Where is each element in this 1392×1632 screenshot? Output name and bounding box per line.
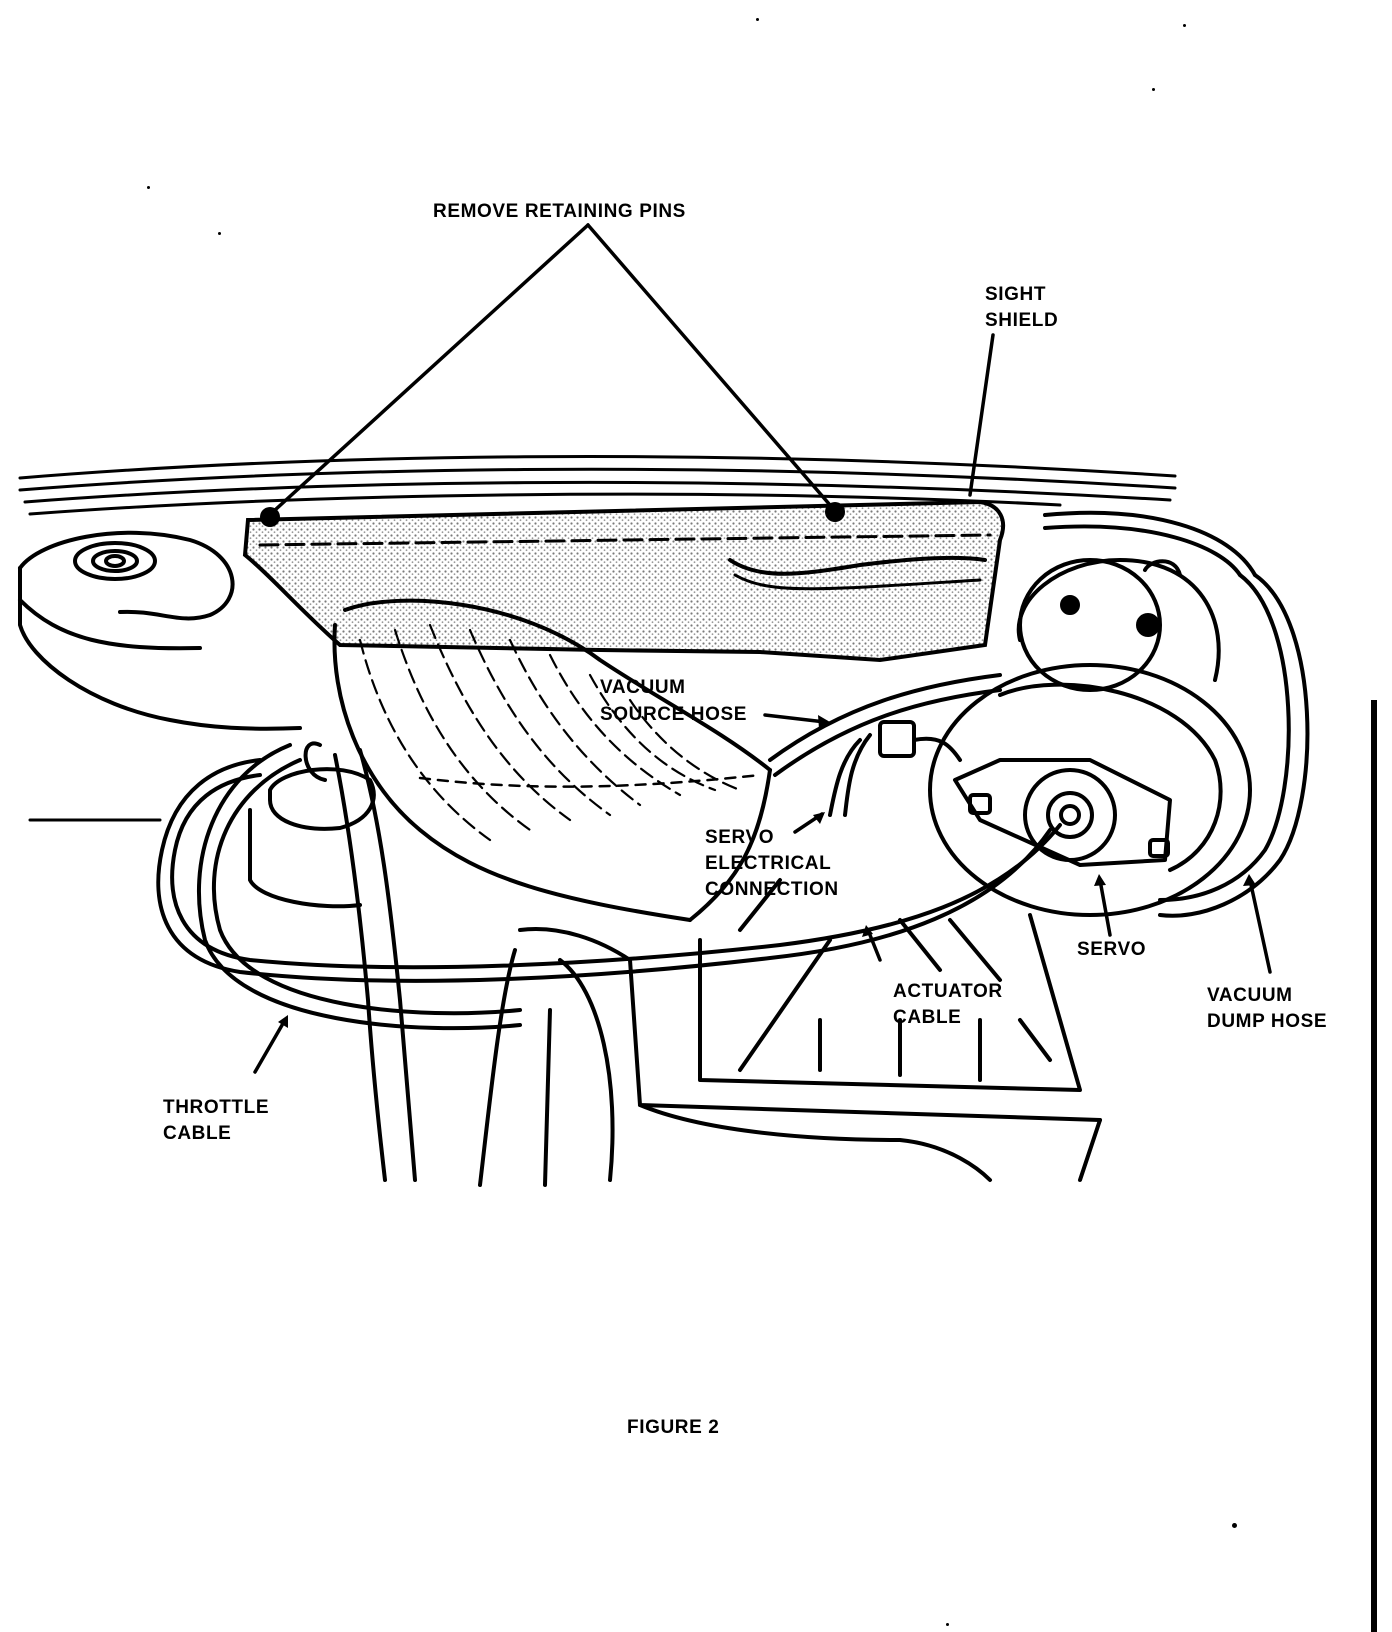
corrugated-intake-duct xyxy=(332,598,772,922)
scan-speck xyxy=(1183,24,1186,27)
label-throttle-cable-line2: CABLE xyxy=(163,1123,231,1144)
label-servo-electrical-line2: ELECTRICAL xyxy=(705,853,831,874)
scan-speck xyxy=(147,186,150,189)
scan-speck xyxy=(946,1623,949,1626)
vacuum-source-hose xyxy=(768,673,1002,777)
label-sight-shield-line2: SHIELD xyxy=(985,310,1058,331)
label-vacuum-dump-hose-line1: VACUUM xyxy=(1207,985,1293,1006)
actuator-cable xyxy=(156,758,1062,983)
scan-speck xyxy=(1232,1523,1237,1528)
lower-engine-structure xyxy=(478,878,1102,1187)
leader-lines xyxy=(253,223,1272,1074)
sight-shield xyxy=(242,499,1006,663)
label-remove-retaining-pins: REMOVE RETAINING PINS xyxy=(433,201,686,222)
label-vacuum-source-hose-line1: VACUUM xyxy=(600,677,686,698)
figure-caption: FIGURE 2 xyxy=(627,1417,719,1438)
arrowheads xyxy=(278,715,1256,1028)
scan-speck xyxy=(756,18,759,21)
label-actuator-cable-line1: ACTUATOR xyxy=(893,981,1003,1002)
label-servo-electrical-line3: CONNECTION xyxy=(705,879,839,900)
label-vacuum-dump-hose-line2: DUMP HOSE xyxy=(1207,1011,1327,1032)
label-sight-shield-line1: SIGHT xyxy=(985,284,1046,305)
label-actuator-cable-line2: CABLE xyxy=(893,1007,961,1028)
label-throttle-cable-line1: THROTTLE xyxy=(163,1097,269,1118)
servo-unit xyxy=(928,510,1310,918)
retaining-pin-right xyxy=(825,502,845,522)
cowl-lines xyxy=(18,455,1177,516)
scan-speck xyxy=(1152,88,1155,91)
label-servo: SERVO xyxy=(1077,939,1146,960)
throttle-cable-and-reservoir xyxy=(196,741,522,1182)
label-servo-electrical-line1: SERVO xyxy=(705,827,774,848)
servo-electrical-connector xyxy=(828,720,962,817)
scan-edge-bar xyxy=(1371,700,1377,1632)
label-vacuum-source-hose-line2: SOURCE HOSE xyxy=(600,704,747,725)
air-cleaner-housing xyxy=(18,530,302,731)
retaining-pin-left xyxy=(260,507,280,527)
scan-speck xyxy=(218,232,221,235)
